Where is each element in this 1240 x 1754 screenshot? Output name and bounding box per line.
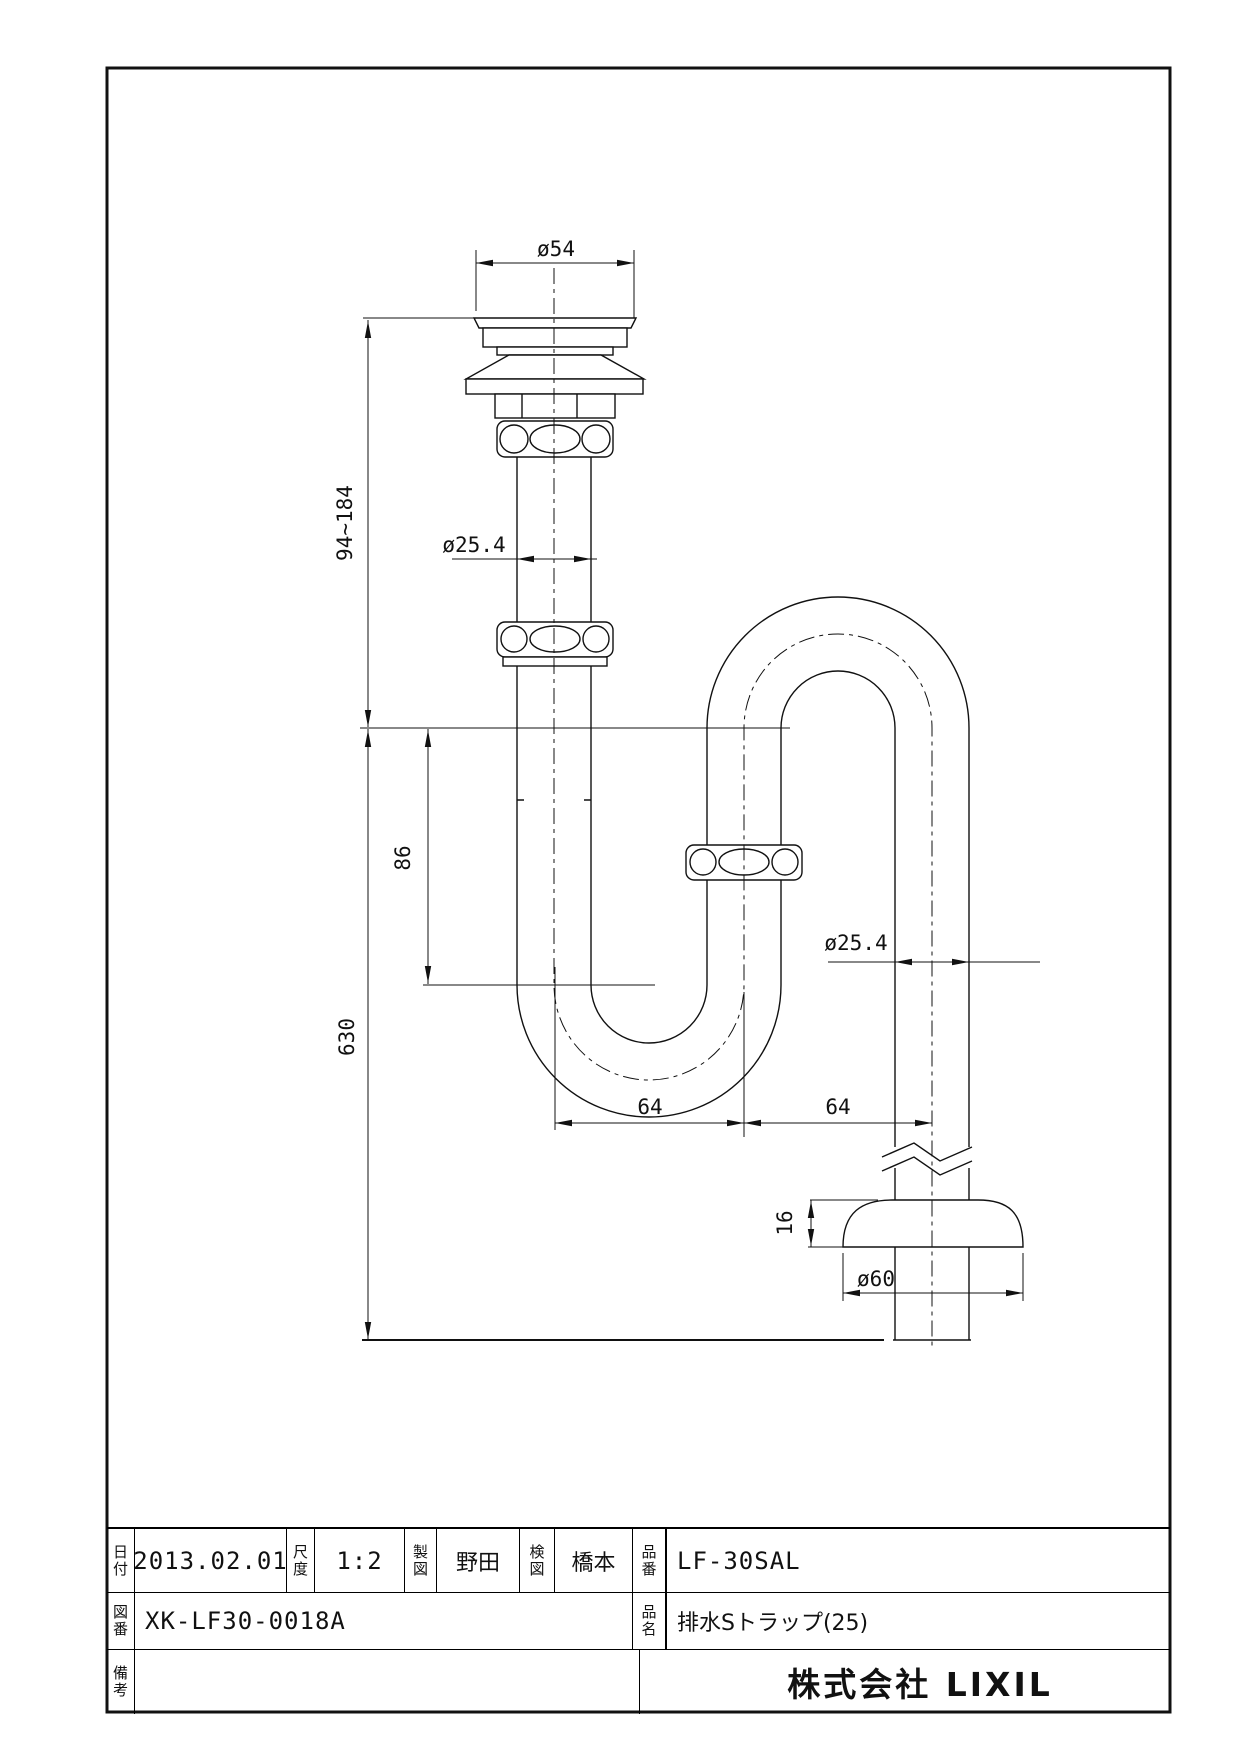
part-number-label-cell: 品番 xyxy=(633,1529,667,1593)
date-value: 2013.02.01 xyxy=(135,1529,287,1593)
dim-label: 630 xyxy=(335,1018,359,1056)
drafter-label-cell: 製図 xyxy=(405,1529,437,1593)
dim-label: ø54 xyxy=(537,237,575,261)
title-block: 日付 2013.02.01 尺度 1:2 製図 野田 検図 橋本 品番 LF-3… xyxy=(107,1527,1170,1714)
scale-label-cell: 尺度 xyxy=(287,1529,315,1593)
drawing-number-value: XK-LF30-0018A xyxy=(135,1593,633,1650)
dim-label: ø25.4 xyxy=(442,533,505,557)
slip-nut-middle xyxy=(496,621,614,667)
dimension-flange-dia: ø54 xyxy=(475,237,635,318)
dimension-trap-depth: 86 xyxy=(391,729,432,984)
drawing-number-label-cell: 図番 xyxy=(107,1593,135,1650)
tailpiece-pipe xyxy=(516,457,592,622)
dim-label: 16 xyxy=(773,1210,797,1235)
company-name: 株式会社 LIXIL xyxy=(787,1665,1053,1704)
product-name-label-cell: 品名 xyxy=(633,1593,667,1650)
remarks-label-cell: 備考 xyxy=(107,1650,135,1714)
dimension-tailpiece-dia: ø25.4 xyxy=(442,533,597,563)
checker-label-cell: 検図 xyxy=(520,1529,555,1593)
dimension-adjustable-height: 94~184 xyxy=(333,320,372,727)
scale-value: 1:2 xyxy=(315,1529,405,1593)
dim-label: 64 xyxy=(825,1095,850,1119)
part-number-value: LF-30SAL xyxy=(667,1529,1170,1593)
dimension-escutcheon-height: 16 xyxy=(773,1199,878,1248)
reference-lines xyxy=(360,727,884,1341)
dim-label: ø60 xyxy=(857,1267,895,1291)
dimension-escutcheon-dia: ø60 xyxy=(842,1253,1024,1301)
dimension-offsets-64-64: 64 64 xyxy=(554,967,932,1137)
dim-label: 94~184 xyxy=(333,485,357,561)
drafter-value: 野田 xyxy=(437,1529,520,1593)
sheet-border xyxy=(105,66,1172,1714)
date-label-cell: 日付 xyxy=(107,1529,135,1593)
remarks-value xyxy=(135,1650,640,1714)
slip-nut-upper xyxy=(496,420,614,458)
dimension-total-height: 630 xyxy=(335,729,372,1340)
product-name-value: 排水Sトラップ(25) xyxy=(667,1593,1170,1650)
s-trap-body xyxy=(516,596,970,1147)
pipe-break-symbol xyxy=(881,1142,973,1200)
checker-value: 橋本 xyxy=(555,1529,633,1593)
dim-label: 64 xyxy=(637,1095,662,1119)
dimension-outlet-dia: ø25.4 xyxy=(824,931,1040,966)
centerlines xyxy=(553,268,933,1350)
hex-nut xyxy=(494,393,616,419)
dim-label: 86 xyxy=(391,845,415,870)
drain-flange-assembly xyxy=(363,317,647,419)
dim-label: ø25.4 xyxy=(824,931,887,955)
